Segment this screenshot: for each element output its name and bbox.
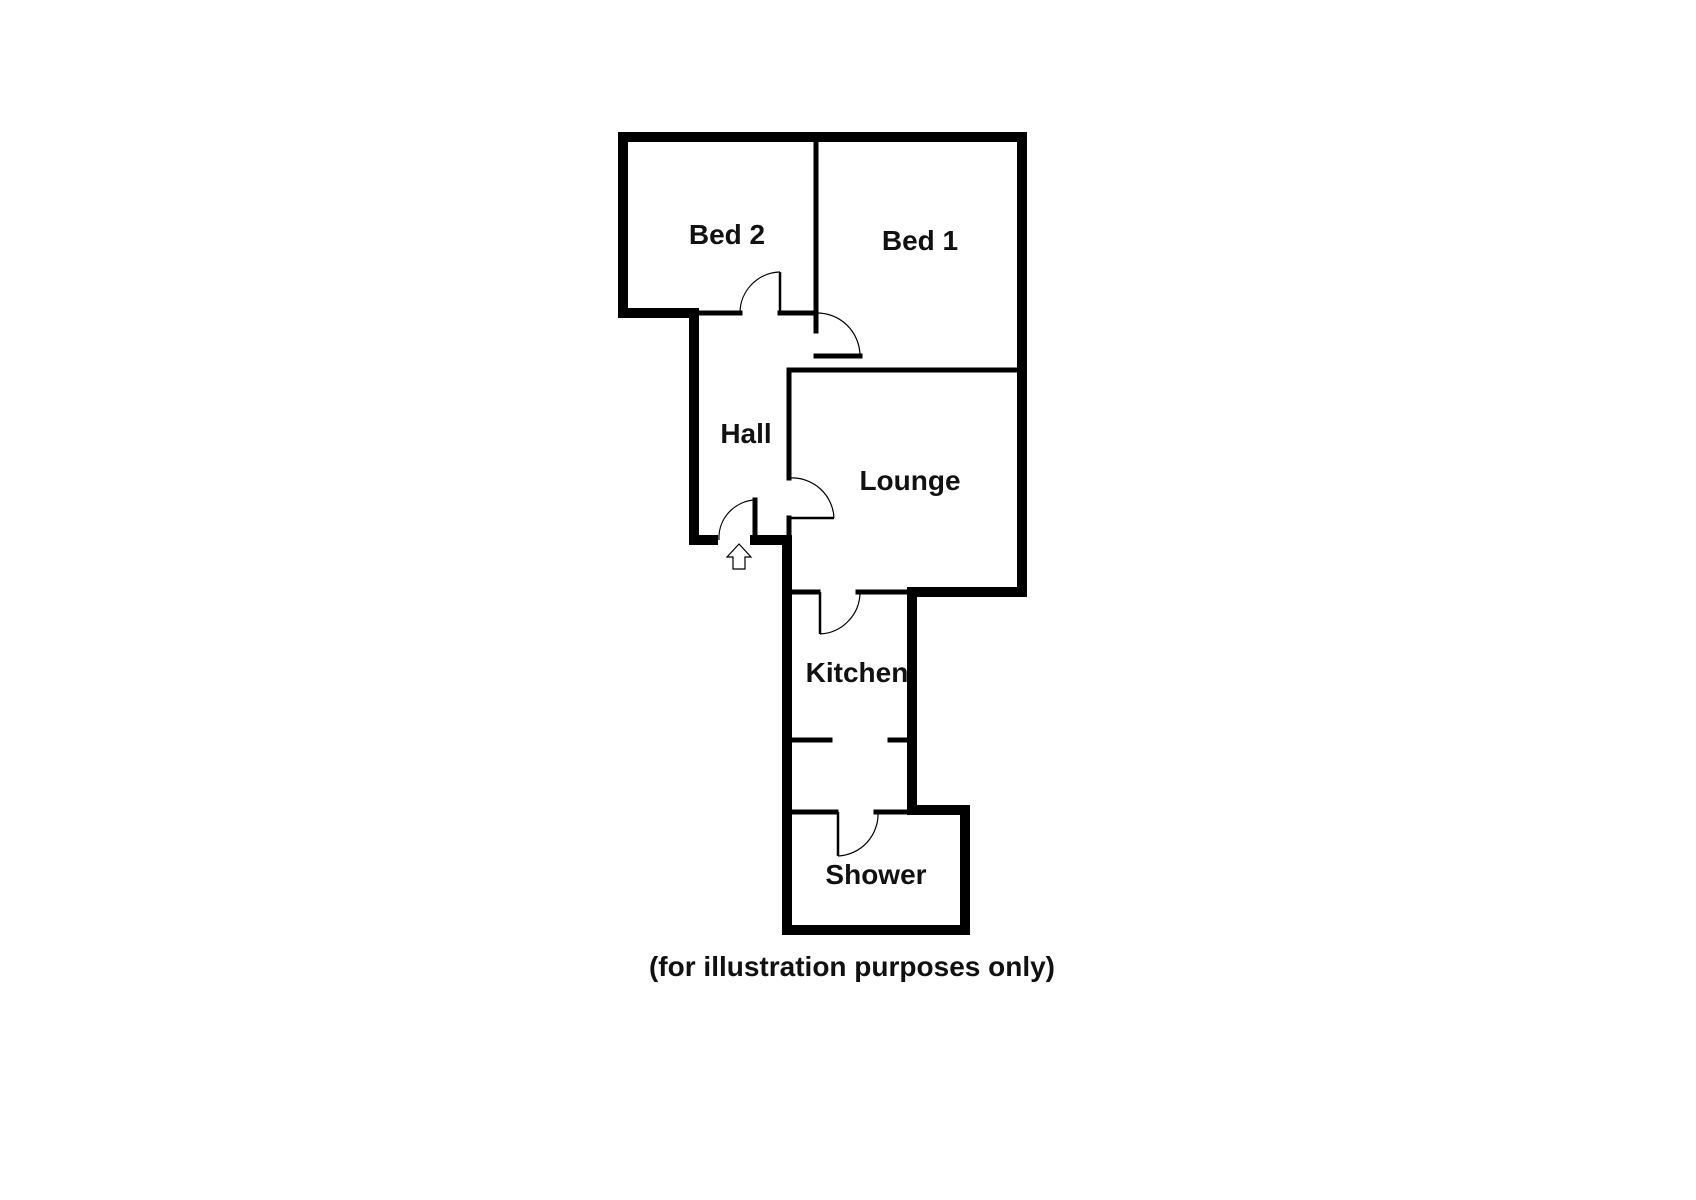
exterior-walls [618,132,1027,935]
room-label-shower: Shower [825,859,926,890]
door-bed1 [815,312,861,358]
room-label-lounge: Lounge [859,465,960,496]
door-shower [836,811,879,857]
door-kitchen [818,591,861,635]
entrance-arrow-icon [725,543,753,570]
caption: (for illustration purposes only) [649,951,1055,982]
room-label-bed2: Bed 2 [689,219,765,250]
room-label-kitchen: Kitchen [806,657,909,688]
doors [718,271,879,857]
door-lounge [788,477,835,520]
door-entrance [718,499,757,541]
door-bed2 [739,271,782,314]
wall-bed2-outer [618,132,1027,813]
room-label-hall: Hall [720,418,771,449]
room-label-bed1: Bed 1 [882,225,958,256]
wall-hall-entrance-right [750,535,970,935]
wall-bed2-bottom [618,308,718,545]
